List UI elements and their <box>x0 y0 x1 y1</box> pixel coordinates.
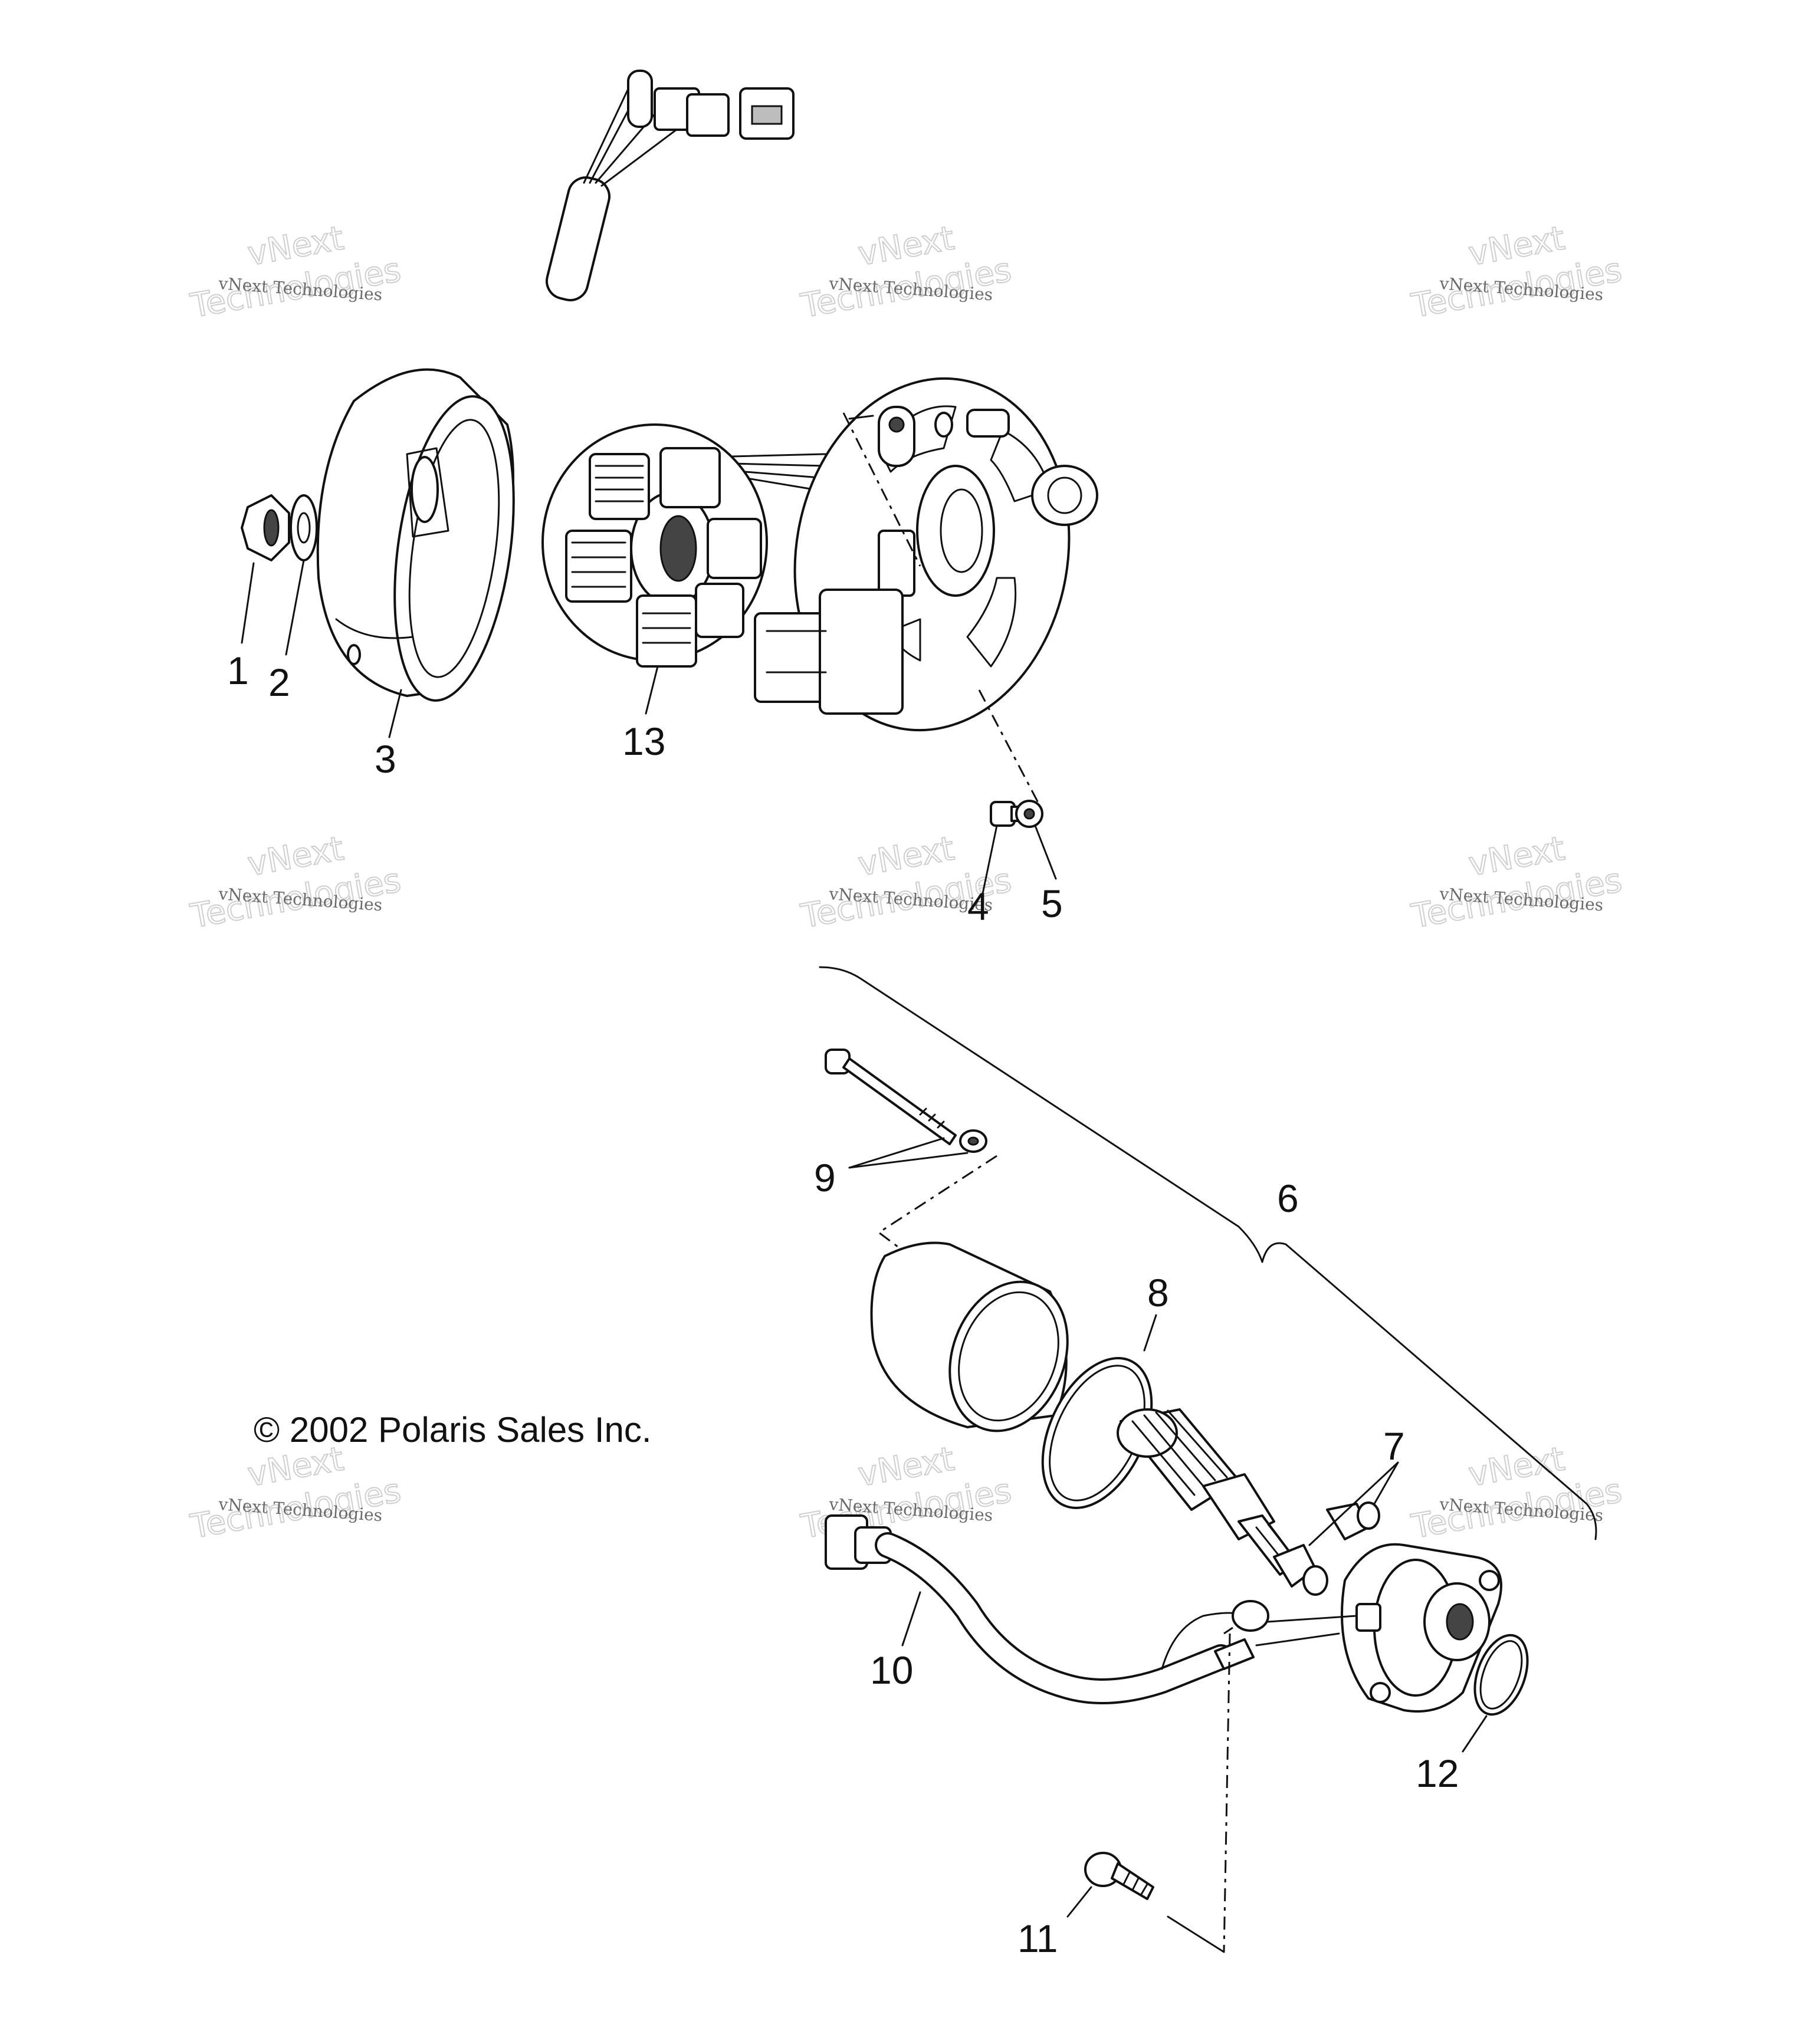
watermark-9: Technologies vNext vNext Technologies <box>1408 1439 1626 1547</box>
watermark-3: Technologies vNext vNext Technologies <box>1408 218 1626 326</box>
watermark-6: Technologies vNext vNext Technologies <box>1408 829 1626 936</box>
stator-screw-and-washer <box>978 689 1057 898</box>
callout-12: 12 <box>1416 1751 1459 1795</box>
starter-cable <box>825 1514 1358 1704</box>
copyright-notice: © 2002 Polaris Sales Inc. <box>254 1410 652 1450</box>
starter-end-cap <box>1341 1543 1502 1713</box>
callout-6: 6 <box>1277 1177 1299 1220</box>
callout-8: 8 <box>1147 1271 1169 1315</box>
brush-clips <box>1273 1461 1399 1596</box>
callout-11: 11 <box>1017 1917 1058 1960</box>
starter-armature <box>1117 1408 1299 1576</box>
watermark-2: Technologies vNext vNext Technologies <box>797 218 1015 326</box>
callout-2: 2 <box>268 660 290 704</box>
starter-assembly-bracket <box>819 966 1597 1540</box>
watermark-7: Technologies vNext vNext Technologies <box>187 1439 405 1547</box>
watermark-4: Technologies vNext vNext Technologies <box>187 829 405 936</box>
callout-5: 5 <box>1041 882 1063 925</box>
crank-seal <box>1031 465 1098 526</box>
callout-10: 10 <box>870 1648 913 1692</box>
starter-yoke <box>870 1241 1069 1432</box>
callout-4: 4 <box>967 885 989 928</box>
starter-through-bolts <box>825 1049 997 1251</box>
callout-labels: 1 2 3 4 5 6 7 8 9 10 11 12 13 <box>227 649 1459 1960</box>
starter-o-ring-12 <box>1462 1634 1529 1753</box>
callout-13: 13 <box>622 719 665 763</box>
stator-wire-harness <box>537 70 827 491</box>
flywheel-washer <box>290 494 318 561</box>
callout-3: 3 <box>375 737 396 781</box>
callout-1: 1 <box>227 649 249 692</box>
stator <box>541 423 768 715</box>
starter-mount-bolt <box>1066 1626 1233 1953</box>
stator-plate <box>754 377 1098 732</box>
callout-9: 9 <box>814 1156 836 1200</box>
flywheel-assembly <box>241 368 515 738</box>
watermark-1: Technologies vNext vNext Technologies <box>187 218 405 326</box>
callout-7: 7 <box>1383 1424 1405 1468</box>
